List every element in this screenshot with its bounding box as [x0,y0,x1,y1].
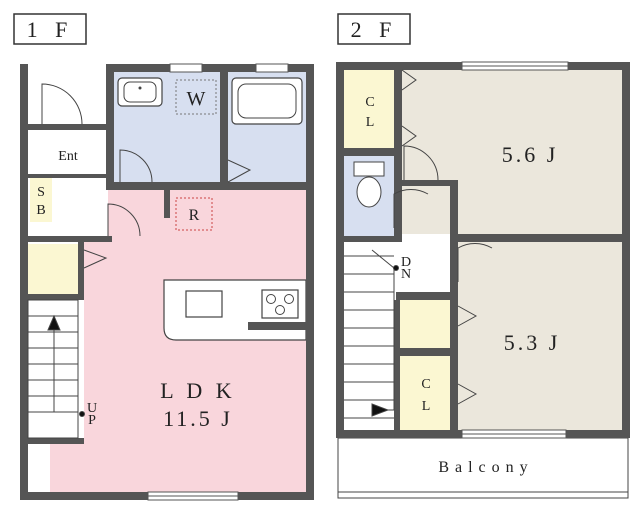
label-ldk: L D K [160,378,235,403]
second-floor: Balcony [336,61,630,499]
first-floor: Ent S B W R L D K 11.5 J U P [20,63,314,501]
storage-1f [28,244,78,294]
stairs-1f [27,299,85,439]
svg-text:L: L [366,115,375,130]
svg-text:C: C [365,95,374,110]
shoebox [30,178,52,222]
stairs-2f [344,249,399,419]
label-shoebox-b: B [36,203,45,218]
svg-text:U: U [87,401,97,416]
washer-space [175,79,217,115]
ldk-floor [50,190,306,492]
svg-text:P: P [88,413,96,428]
label-bedroom-upper: 5.6 J [502,142,559,167]
bedroom-lower-floor [458,242,622,430]
svg-text:1 F: 1 F [27,17,74,42]
bedroom-upper-floor [402,70,622,234]
svg-text:L: L [422,399,431,414]
label-shoebox-s: S [37,185,45,200]
label-ldk-size: 11.5 J [163,406,233,431]
closet-bottom [400,356,452,430]
title-1f: 1 F [13,13,87,45]
fridge-space [175,197,213,231]
closet-top [344,70,396,148]
balcony-area [337,437,629,499]
closet-mid [400,300,452,348]
label-bedroom-lower: 5.3 J [504,330,561,355]
svg-text:D: D [401,255,411,270]
svg-text:2 F: 2 F [351,17,398,42]
label-entrance: Ent [58,149,78,164]
svg-text:N: N [401,267,411,282]
label-fridge: R [189,207,200,224]
toilet [353,161,385,208]
svg-text:C: C [421,377,430,392]
kitchen-sink [185,290,223,318]
title-2f: 2 F [337,13,411,45]
label-washroom: W [187,88,206,110]
bathtub [231,77,303,125]
stove [261,289,299,319]
wash-basin [117,77,163,107]
label-balcony: Balcony [438,459,533,476]
